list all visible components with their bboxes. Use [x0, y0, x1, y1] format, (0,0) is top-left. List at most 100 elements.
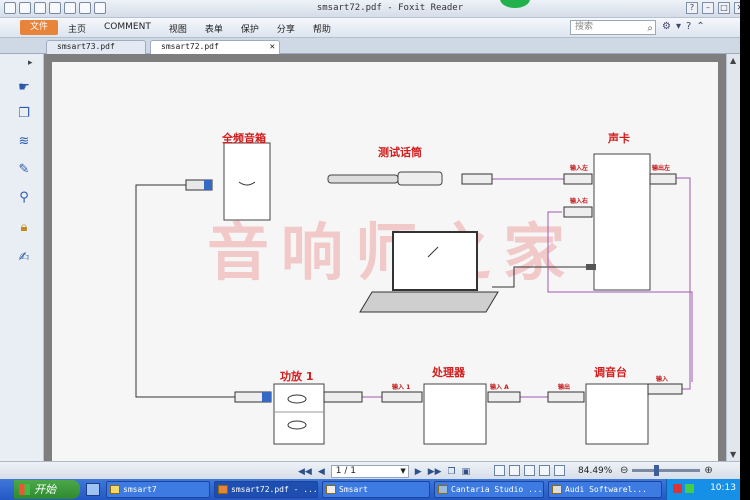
page-number-input[interactable]: 1 / 1 ▼ [330, 465, 409, 478]
menu-share[interactable]: 分享 [276, 25, 295, 35]
task-label: Audi Softwarel... [565, 485, 647, 494]
purple-cables [362, 177, 693, 398]
start-button[interactable]: 开始 [14, 480, 80, 499]
task-smsart[interactable]: Smsart [322, 481, 430, 498]
settings-icon[interactable]: ⚙ [662, 21, 671, 32]
speaker-connector-ring [204, 180, 212, 190]
navigation-panel: ▸ ☛ ❐ ≋ ✎ ⚲ 🔒︎ ✍ [0, 54, 44, 479]
sc-input-left-plug [563, 173, 593, 185]
tray-icon[interactable] [673, 484, 682, 493]
continuous-facing-icon[interactable] [539, 465, 550, 476]
task-smsart7[interactable]: smsart7 [106, 481, 210, 498]
expand-panel-icon[interactable]: ▸ [28, 58, 33, 68]
task-smsart72-pdf[interactable]: smsart72.pdf - ... [214, 481, 318, 498]
file-menu-button[interactable]: 文件 [20, 20, 58, 35]
amp-speakon-ring [262, 392, 271, 402]
dropdown-icon[interactable]: ▾ [675, 21, 681, 32]
tab-smsart72[interactable]: smsart72.pdf ✕ [150, 40, 280, 54]
screen-edge [740, 0, 750, 500]
zoom-slider[interactable] [632, 465, 701, 476]
search-input[interactable]: 搜索 ⌕ [570, 20, 656, 35]
search-icon[interactable]: ⌕ [647, 23, 653, 34]
ribbon-toggle-icon[interactable]: ⌃ [696, 21, 705, 32]
amp-channel2-knob [287, 420, 307, 430]
redo-icon[interactable] [94, 2, 106, 14]
task-label: Smsart [339, 485, 368, 494]
page-dropdown-icon[interactable]: ▼ [400, 467, 406, 475]
amp-channel1-knob [287, 394, 307, 404]
facing-page-icon[interactable] [524, 465, 535, 476]
menu-bar: 文件 主页 COMMENT 视图 表单 保护 分享 帮助 搜索 ⌕ ⚙ ▾ ? … [0, 18, 750, 38]
start-label: 开始 [34, 483, 56, 496]
proc-in-label: 输入 1 [392, 384, 411, 391]
in-right-label: 输入右 [570, 198, 589, 205]
tab-smsart73[interactable]: smsart73.pdf [46, 40, 146, 54]
zoom-out-icon[interactable]: ⊖ [620, 465, 629, 476]
menu-protect[interactable]: 保护 [240, 25, 259, 35]
audio-app-icon [552, 485, 562, 494]
studio-icon [438, 485, 448, 494]
green-indicator [500, 0, 530, 8]
mixer-in-plug [647, 383, 683, 395]
continuous-page-icon[interactable] [509, 465, 520, 476]
amp-box [273, 383, 325, 445]
document-viewport[interactable]: 音响师之家 [44, 54, 726, 461]
pages-icon[interactable]: ❐ [18, 106, 30, 121]
mixer-out-label: 输出 [558, 384, 571, 391]
rotate-view-icon[interactable] [554, 465, 565, 476]
lock-icon[interactable]: 🔒︎ [20, 220, 28, 235]
copy-icon[interactable]: ❐ [447, 466, 456, 477]
windows-taskbar: 开始 smsart7 smsart72.pdf - ... Smsart Can… [0, 479, 740, 500]
black-cables [135, 184, 586, 398]
task-audi-software[interactable]: Audi Softwarel... [548, 481, 662, 498]
menu-view[interactable]: 视图 [168, 25, 187, 35]
proc-in-a-label: 输入 A [490, 384, 509, 391]
laptop-glare [427, 246, 439, 258]
paste-icon[interactable]: ▣ [461, 466, 471, 477]
windows-flag-icon [19, 484, 30, 495]
laptop-screen [392, 231, 478, 291]
soundcard-return-cable [547, 211, 693, 382]
first-page-icon[interactable]: ◀◀ [298, 466, 312, 477]
page-navigation: ◀◀ ◀ 1 / 1 ▼ ▶ ▶▶ ❐ ▣ [298, 465, 470, 478]
comments-icon[interactable]: ✎ [18, 162, 30, 177]
zoom-in-icon[interactable]: ⊕ [704, 465, 713, 476]
help-button[interactable]: ? [686, 2, 698, 14]
menu-help[interactable]: 帮助 [312, 25, 331, 35]
last-page-icon[interactable]: ▶▶ [427, 466, 442, 477]
vertical-scrollbar[interactable]: ▲ ▼ [726, 54, 740, 461]
help-icon[interactable]: ? [686, 21, 692, 32]
attachment-icon[interactable]: ⚲ [19, 190, 29, 205]
mic-head [397, 171, 443, 186]
task-label: smsart72.pdf - ... [231, 485, 318, 494]
layers-icon[interactable]: ≋ [18, 134, 30, 149]
in-left-label: 输入左 [570, 165, 589, 172]
show-desktop-icon[interactable] [86, 483, 100, 496]
menu-home[interactable]: 主页 [68, 25, 87, 35]
signature-icon[interactable]: ✍ [18, 250, 30, 265]
hand-tool-icon[interactable] [64, 2, 76, 14]
network-icon[interactable] [685, 484, 694, 493]
maximize-button[interactable]: □ [718, 2, 730, 14]
menu-comment[interactable]: COMMENT [104, 22, 151, 32]
hand-icon[interactable]: ☛ [18, 80, 30, 95]
next-page-icon[interactable]: ▶ [414, 466, 422, 477]
undo-icon[interactable] [79, 2, 91, 14]
menu-form[interactable]: 表单 [204, 25, 223, 35]
zoom-slider-knob[interactable] [654, 465, 660, 476]
open-icon[interactable] [19, 2, 31, 14]
zoom-level[interactable]: 84.49% [578, 466, 613, 476]
close-tab-icon[interactable]: ✕ [269, 42, 275, 52]
minimize-button[interactable]: – [702, 2, 714, 14]
pdf-page: 音响师之家 [52, 62, 718, 461]
app-icon[interactable] [4, 2, 16, 14]
single-page-icon[interactable] [494, 465, 505, 476]
print-icon[interactable] [49, 2, 61, 14]
scroll-down-icon[interactable]: ▼ [730, 450, 737, 459]
prev-page-icon[interactable]: ◀ [317, 466, 325, 477]
save-icon[interactable] [34, 2, 46, 14]
task-cantaria-studio[interactable]: Cantaria Studio ... [434, 481, 544, 498]
scroll-up-icon[interactable]: ▲ [730, 56, 737, 65]
window-controls: ? – □ ✕ [686, 2, 746, 14]
speaker-cable [135, 184, 235, 398]
